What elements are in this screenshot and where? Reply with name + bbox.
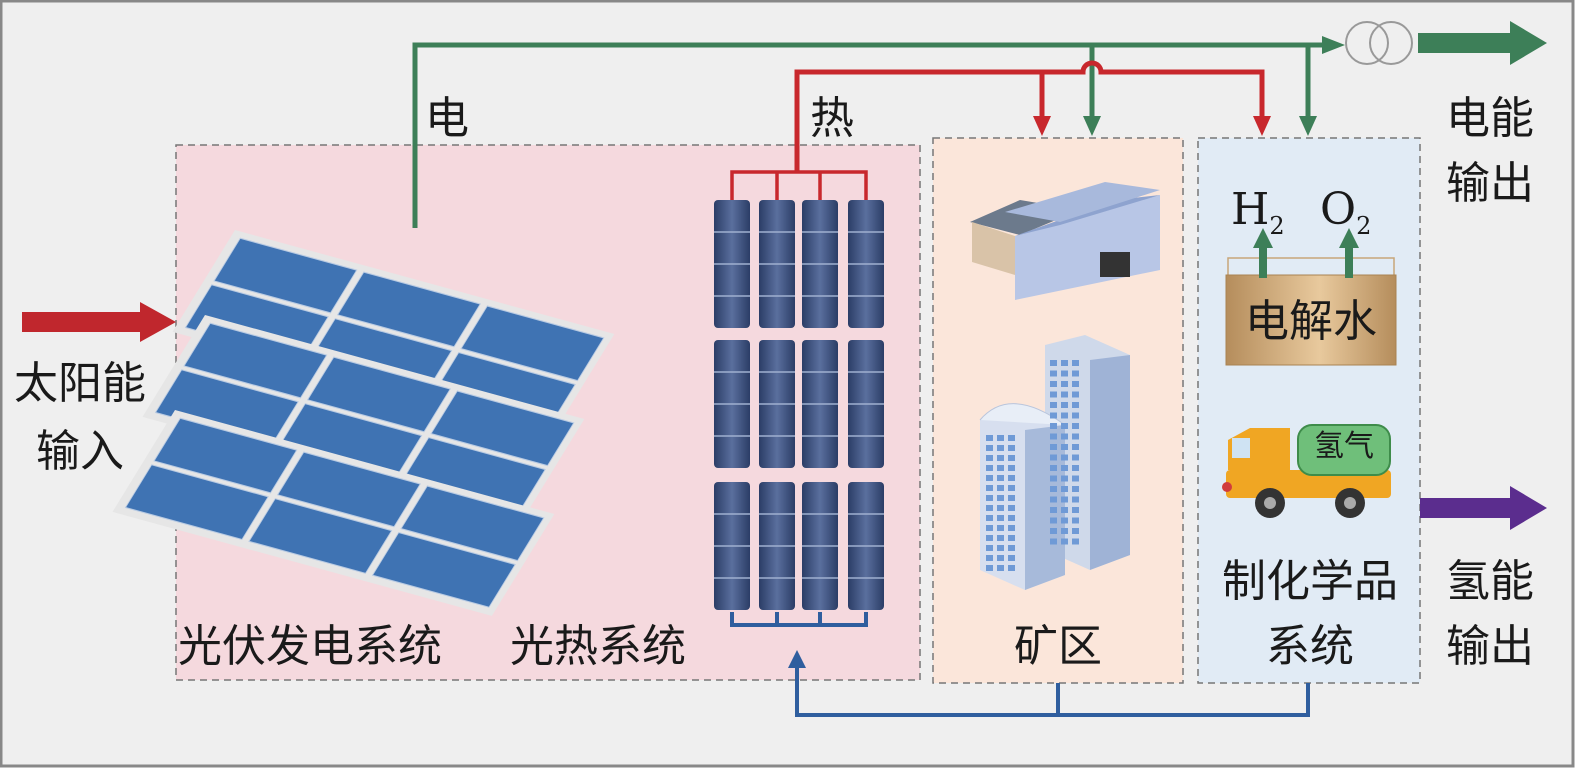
truck-label: 氢气: [1314, 429, 1374, 464]
electric-flow-lines: [412, 42, 1325, 228]
gas-arrows: [1253, 228, 1359, 278]
electrolysis-tank: [1225, 257, 1397, 366]
o2-label: O2: [1320, 184, 1372, 240]
hydrogen-output-arrow: [1420, 486, 1547, 530]
electrolysis-label: 电解水: [1245, 296, 1377, 347]
pv-panel-array: [112, 230, 615, 616]
electric-output-label: 电能: [1446, 93, 1534, 144]
solar-input-label-2: 输入: [36, 426, 124, 477]
hydrogen-output-label-2: 输出: [1446, 621, 1534, 672]
factory-building-icon: [970, 182, 1160, 300]
electric-arrowheads: [1083, 36, 1345, 136]
chem-system-label: 制化学品: [1222, 556, 1398, 607]
return-flow-lines: [730, 612, 1310, 717]
mine-label: 矿区: [1014, 621, 1102, 672]
pv-panel-row: [142, 315, 585, 521]
thermal-collector-tubes: [714, 200, 884, 610]
heat-flow-label: 热: [810, 93, 854, 144]
return-arrowhead: [788, 650, 806, 668]
chem-system-label-2: 系统: [1266, 621, 1354, 672]
heat-arrowheads: [1033, 116, 1271, 136]
hydrogen-output-label: 氢能: [1446, 556, 1534, 607]
chem-box: [1197, 137, 1421, 684]
electric-output-label-2: 输出: [1446, 158, 1534, 209]
h2-label: H2: [1231, 184, 1285, 240]
hydrogen-truck-icon: [1222, 424, 1391, 518]
heat-manifold: [730, 170, 868, 200]
heat-flow-lines: [794, 60, 1265, 172]
electric-output-arrow: [1418, 21, 1547, 65]
solar-input-arrow: [22, 302, 176, 342]
electric-flow-label: 电: [425, 93, 469, 144]
solar-input-label: 太阳能: [14, 358, 146, 409]
transformer-icon: [1345, 21, 1413, 65]
pv-panel-row: [112, 409, 555, 616]
office-tower-icon: [979, 335, 1130, 590]
thermal-system-label: 光热系统: [510, 621, 686, 672]
pv-system-label: 光伏发电系统: [178, 621, 442, 672]
